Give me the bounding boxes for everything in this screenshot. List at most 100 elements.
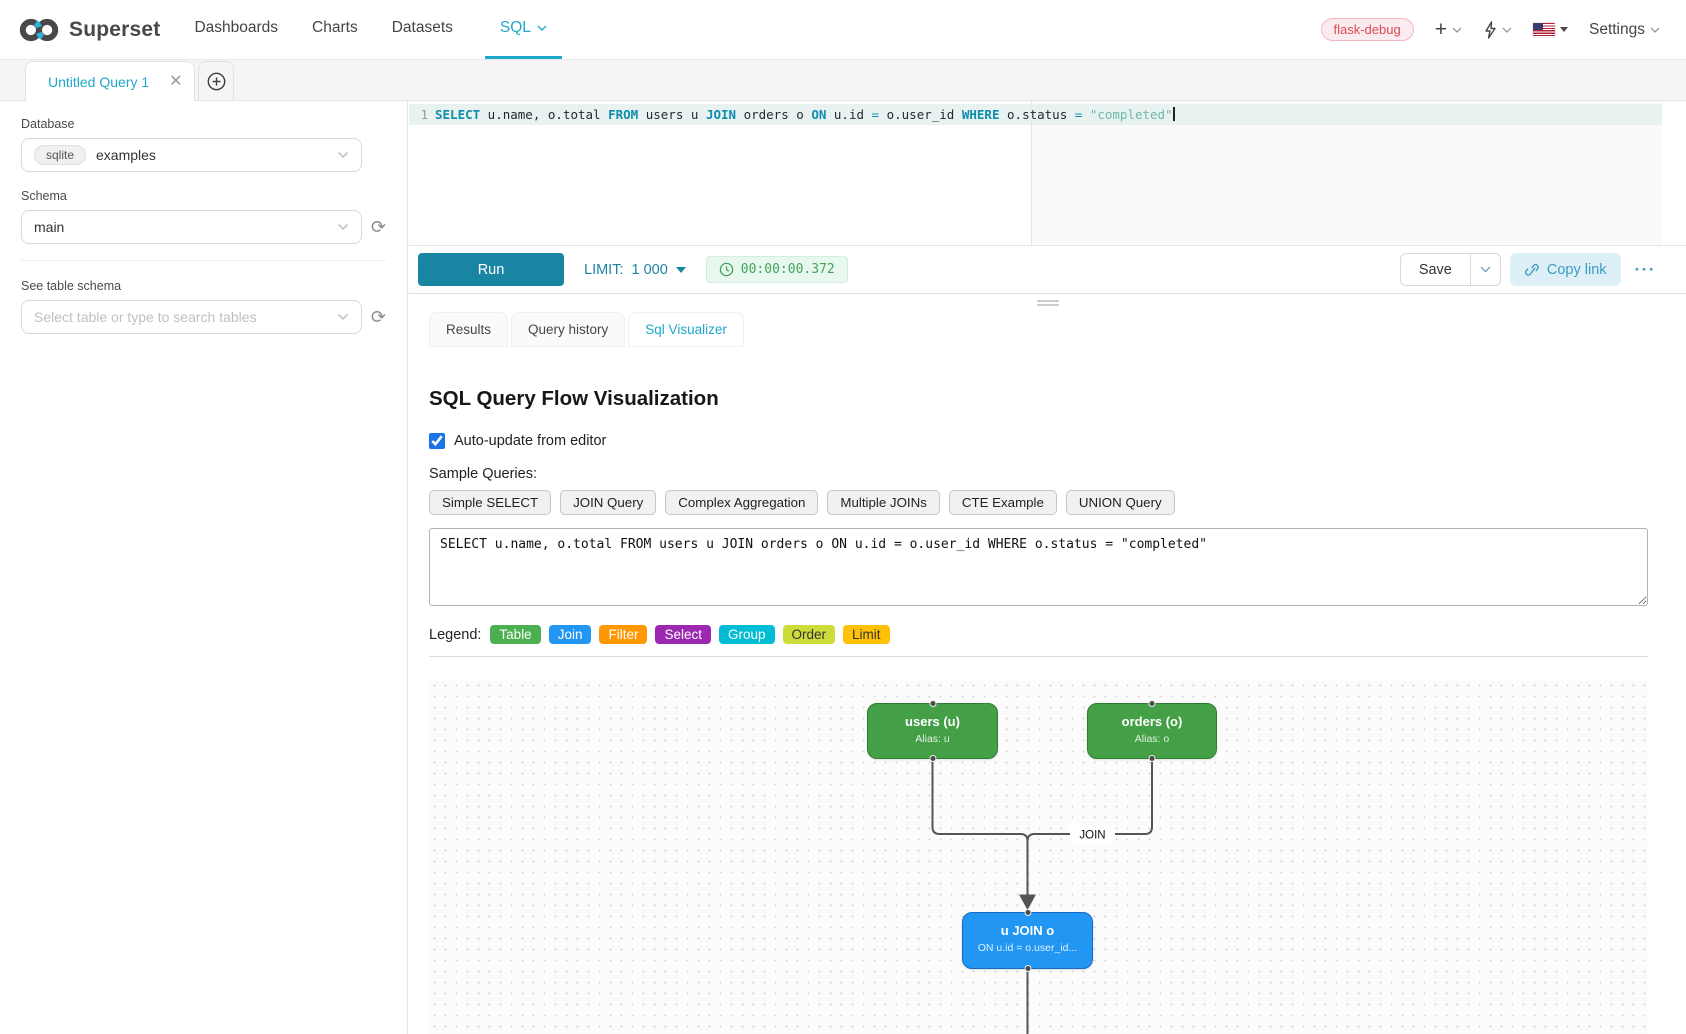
new-item-menu[interactable]: + (1435, 19, 1462, 40)
table-select[interactable]: Select table or type to search tables (21, 300, 362, 334)
legend-label: Legend: (429, 626, 482, 643)
sql-token: FROM (608, 107, 639, 122)
superset-logo[interactable]: Superset (18, 16, 160, 44)
sql-token: JOIN (705, 107, 737, 122)
editor-active-line (409, 104, 1662, 125)
limit-dropdown[interactable]: LIMIT: 1 000 (584, 262, 686, 278)
sample-query-button[interactable]: UNION Query (1065, 490, 1175, 515)
chevron-down-icon (1650, 27, 1660, 33)
save-button[interactable]: Save (1418, 261, 1452, 278)
schema-select[interactable]: main (21, 210, 362, 244)
query-tab-untitled[interactable]: Untitled Query 1 ✕ (25, 61, 195, 101)
table-select-row: Select table or type to search tables ⟳ (21, 300, 386, 334)
navbar-right: flask-debug + Settings (1320, 18, 1661, 41)
query-search-menu[interactable] (1483, 20, 1512, 39)
sql-token: users u (638, 107, 706, 122)
content-divider (429, 656, 1648, 657)
top-navbar: Superset Dashboards Charts Datasets SQL … (0, 0, 1686, 60)
sample-query-button[interactable]: Multiple JOINs (827, 490, 940, 515)
sample-query-button[interactable]: Simple SELECT (429, 490, 552, 515)
more-actions-button[interactable]: ··· (1634, 259, 1656, 279)
settings-label: Settings (1588, 20, 1645, 38)
node-handle[interactable] (1024, 965, 1031, 972)
sample-query-button[interactable]: JOIN Query (560, 490, 657, 515)
limit-value: 1 000 (631, 261, 668, 278)
flow-node-orders[interactable]: orders (o) Alias: o (1087, 700, 1217, 762)
run-button[interactable]: Run (418, 253, 564, 286)
save-button-group: Save (1399, 253, 1501, 286)
new-query-tab-button[interactable] (198, 61, 234, 100)
legend-chip: Filter (599, 625, 648, 644)
copy-link-button[interactable]: Copy link (1509, 253, 1621, 286)
join-edge-label: JOIN (1079, 830, 1105, 842)
main-nav: Dashboards Charts Datasets SQL (192, 0, 562, 59)
sql-token: SELECT (435, 107, 481, 122)
node-handle[interactable] (1148, 755, 1156, 762)
flow-node-users[interactable]: users (u) Alias: u (867, 700, 998, 762)
sql-token: WHERE (961, 107, 1000, 122)
chevron-down-icon (1480, 266, 1491, 273)
chevron-down-icon (337, 151, 349, 159)
schema-label: Schema (21, 189, 67, 203)
save-options-button[interactable] (1469, 254, 1500, 285)
legend-chip: Limit (843, 625, 890, 644)
sql-token: o.user_id (879, 107, 962, 122)
table-select-placeholder: Select table or type to search tables (34, 309, 257, 325)
sample-query-button[interactable]: Complex Aggregation (665, 490, 819, 515)
nav-item[interactable]: Charts (310, 0, 360, 59)
flow-edges: JOIN (931, 759, 1153, 1034)
refresh-tables-icon[interactable]: ⟳ (370, 307, 386, 327)
editor-toolbar: Run LIMIT: 1 000 00:00:00.372 Save (409, 246, 1686, 294)
nav-item-label: Charts (312, 19, 358, 36)
chevron-down-icon (1452, 27, 1462, 33)
nav-item[interactable]: Datasets (390, 0, 455, 59)
sample-query-button[interactable]: CTE Example (948, 490, 1057, 515)
legend-chip: Join (548, 625, 592, 644)
nav-item-label: SQL (499, 19, 531, 36)
panel-resize-handle[interactable] (1036, 300, 1059, 308)
node-handle[interactable] (929, 700, 936, 707)
flow-node-join[interactable]: u JOIN o ON u.id = o.user_id... (962, 909, 1093, 972)
clock-icon (719, 262, 734, 277)
node-subtitle: Alias: u (915, 733, 950, 745)
nav-item-label: Datasets (391, 19, 453, 36)
result-tab-sql-visualizer[interactable]: Sql Visualizer (628, 312, 744, 347)
chevron-down-icon (337, 223, 348, 231)
schema-row: main ⟳ (21, 210, 386, 244)
page-title: SQL Query Flow Visualization (429, 387, 719, 410)
caret-down-icon (1559, 27, 1568, 32)
auto-update-checkbox[interactable] (429, 433, 445, 449)
brand-name: Superset (69, 17, 161, 41)
settings-menu[interactable]: Settings (1589, 21, 1660, 39)
nav-item[interactable]: Dashboards (192, 0, 280, 59)
query-text-input[interactable]: SELECT u.name, o.total FROM users u JOIN… (429, 528, 1648, 606)
refresh-schema-icon[interactable]: ⟳ (370, 217, 386, 237)
language-picker[interactable] (1532, 22, 1568, 37)
auto-update-row: Auto-update from editor (429, 433, 1648, 449)
query-flow-canvas[interactable]: JOIN users (u) Alias: u orders (o) Alias… (429, 680, 1648, 1034)
us-flag-icon (1532, 22, 1555, 37)
chevron-down-icon (537, 25, 547, 31)
sql-token: = (1074, 107, 1083, 122)
database-engine-badge: sqlite (34, 145, 87, 165)
elapsed-time-value: 00:00:00.372 (740, 262, 835, 277)
sample-query-buttons: Simple SELECT JOIN Query Complex Aggregati… (429, 490, 1648, 515)
auto-update-label: Auto-update from editor (454, 433, 607, 449)
legend-chip: Group (719, 625, 775, 644)
sql-token: = (871, 107, 880, 122)
node-handle[interactable] (1024, 909, 1031, 916)
node-handle[interactable] (929, 755, 936, 762)
nav-item-label: Dashboards (194, 19, 279, 36)
sql-editor[interactable]: 1 SELECT u.name, o.total FROM users u JO… (409, 101, 1686, 246)
result-tab-query-history[interactable]: Query history (511, 312, 626, 347)
sample-queries-label: Sample Queries: (429, 466, 537, 482)
database-select[interactable]: sqlite examples (21, 138, 362, 172)
line-number: 1 (420, 107, 428, 122)
caret-down-icon (675, 266, 686, 273)
close-tab-icon[interactable]: ✕ (169, 72, 183, 90)
nav-item[interactable]: SQL (484, 0, 562, 59)
node-handle[interactable] (1148, 700, 1156, 707)
result-tab-results[interactable]: Results (429, 312, 509, 347)
